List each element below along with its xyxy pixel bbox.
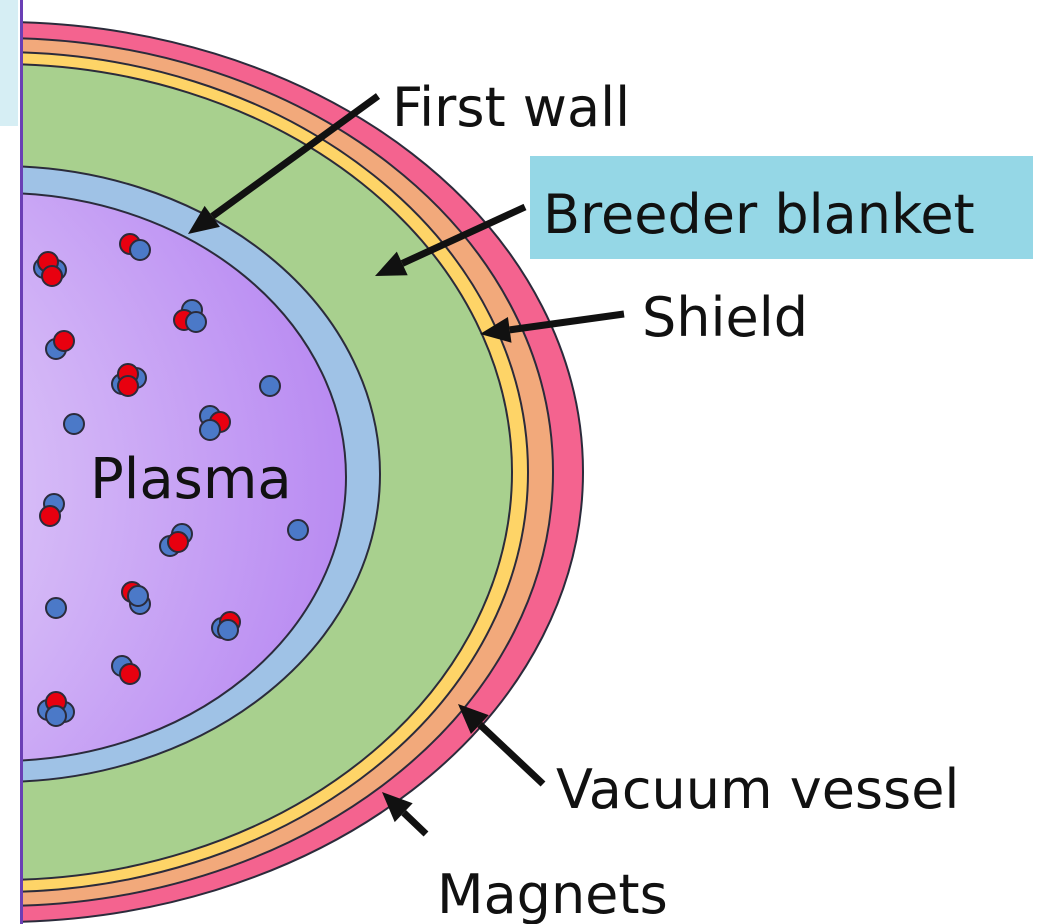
shield-label: Shield xyxy=(642,286,808,349)
neutron-particle xyxy=(218,620,238,640)
neutron-particle xyxy=(288,520,308,540)
neutron-particle xyxy=(128,586,148,606)
neutron-particle xyxy=(64,414,84,434)
proton-particle xyxy=(120,664,140,684)
vacuum-vessel-arrow xyxy=(458,704,543,784)
vacuum-vessel-label: Vacuum vessel xyxy=(556,758,959,821)
proton-particle xyxy=(168,532,188,552)
proton-particle xyxy=(42,266,62,286)
magnets-label: Magnets xyxy=(437,863,668,924)
neutron-particle xyxy=(200,420,220,440)
neutron-particle xyxy=(186,312,206,332)
proton-particle xyxy=(118,376,138,396)
left-border-bar xyxy=(20,0,23,924)
highlight-box-corner xyxy=(0,0,18,126)
proton-particle xyxy=(54,331,74,351)
neutron-particle xyxy=(46,598,66,618)
neutron-particle xyxy=(130,240,150,260)
first-wall-label: First wall xyxy=(392,76,630,139)
magnets-arrow xyxy=(382,792,426,834)
neutron-particle xyxy=(260,376,280,396)
proton-particle xyxy=(40,506,60,526)
neutron-particle xyxy=(46,706,66,726)
plasma-label: Plasma xyxy=(90,447,292,512)
breeder-blanket-label: Breeder blanket xyxy=(543,183,975,246)
